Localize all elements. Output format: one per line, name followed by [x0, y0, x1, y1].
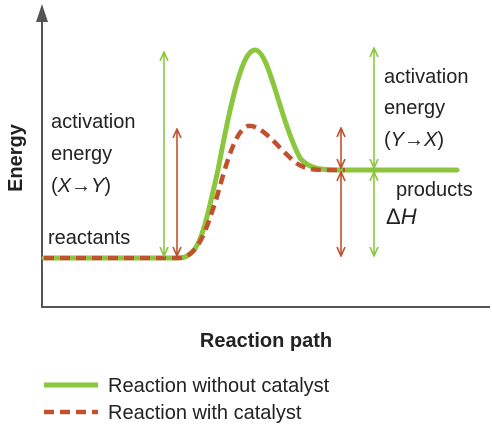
- activation-forward-line1: activation: [51, 111, 136, 133]
- y-axis-label: Energy: [5, 123, 27, 192]
- activation-forward-line3: (X→Y): [51, 175, 111, 197]
- activation-energy-reverse-label: activation energy (Y→X): [384, 66, 469, 151]
- activation-reverse-line2: energy: [384, 97, 445, 119]
- products-label: products: [396, 179, 473, 201]
- activation-forward-line2: energy: [51, 143, 112, 165]
- legend-uncatalyzed-label: Reaction without catalyst: [108, 375, 330, 397]
- y-axis-arrowhead: [36, 4, 48, 22]
- x-axis-label: Reaction path: [200, 330, 332, 352]
- uncatalyzed-curve: [41, 47, 460, 261]
- activation-reverse-line3: (Y→X): [384, 129, 444, 151]
- legend: Reaction without catalyst Reaction with …: [44, 375, 330, 424]
- activation-reverse-line1: activation: [384, 66, 469, 88]
- delta-h-label: ΔH: [386, 204, 417, 229]
- catalyzed-curve: [44, 123, 345, 261]
- activation-energy-forward-label: activation energy (X→Y): [51, 111, 136, 197]
- reactants-label: reactants: [48, 227, 130, 249]
- legend-catalyzed-label: Reaction with catalyst: [108, 402, 302, 424]
